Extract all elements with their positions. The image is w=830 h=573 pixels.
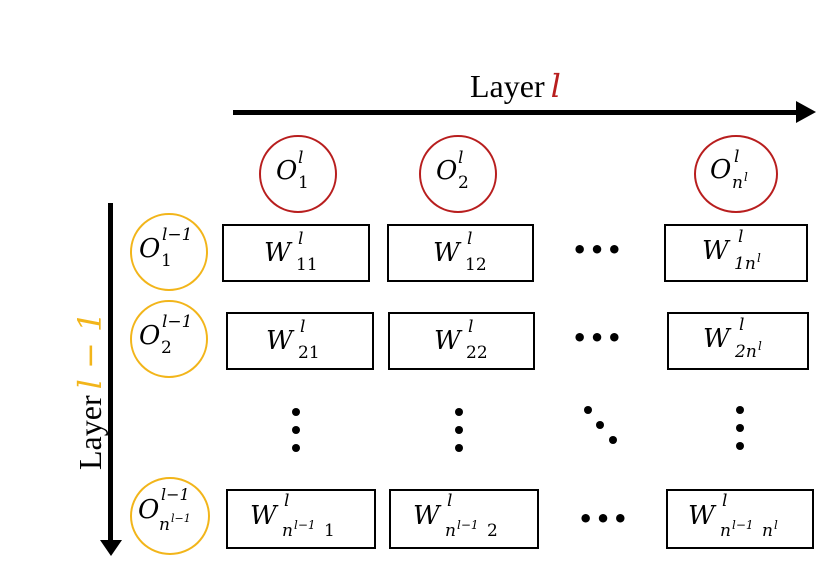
weight-cell-2-2: W l 22 — [388, 312, 535, 370]
weight-cell-n-n: W l n l−1 n l — [666, 489, 814, 549]
input-neuron-1-sub: 1 — [161, 251, 172, 271]
output-neuron-1-base: O — [276, 156, 298, 186]
weight-2-n-sup: l — [739, 315, 745, 335]
input-neuron-n-sub: n — [159, 515, 170, 535]
weight-2-1-base: W — [266, 326, 293, 356]
weight-n-n-sub: n — [720, 521, 731, 541]
row-1-ellipsis: ••• — [572, 236, 625, 264]
output-neuron-n-sub-sup: l — [744, 170, 748, 184]
top-axis-arrowhead — [796, 101, 816, 123]
weight-cell-2-1: W l 21 — [226, 312, 374, 370]
top-layer-variable: l — [550, 67, 561, 105]
input-neuron-1-sup: l−1 — [162, 225, 193, 245]
top-axis-arrow-shaft — [233, 110, 799, 115]
weight-1-2-sub: 12 — [465, 255, 487, 275]
weight-1-1-sup: l — [298, 229, 304, 249]
weight-2-2-sup: l — [468, 317, 474, 337]
side-axis-arrowhead — [100, 540, 122, 556]
weight-cell-2-n: W l 2n l — [667, 312, 809, 370]
weight-cell-1-1: W l 11 — [222, 224, 370, 282]
weight-2-2-sub: 22 — [466, 343, 488, 363]
weight-n-1-sup: l — [284, 491, 290, 511]
weight-2-2-base: W — [434, 326, 461, 356]
col-n-vertical-ellipsis — [736, 406, 744, 452]
weight-cell-n-2: W l n l−1 2 — [389, 489, 539, 549]
output-neuron-2: O l 2 — [419, 135, 497, 213]
output-neuron-2-sub: 2 — [458, 173, 469, 193]
input-neuron-2-sub: 2 — [161, 338, 172, 358]
output-neuron-1-sup: l — [298, 148, 304, 168]
weight-1-n-sup: l — [738, 227, 744, 247]
input-neuron-1: O l−1 1 — [130, 213, 208, 291]
col-2-vertical-ellipsis — [455, 408, 463, 454]
weight-n-2-base: W — [413, 501, 440, 531]
top-layer-prefix: Layer — [470, 68, 545, 104]
weight-n-n-sub-tail: n — [762, 521, 773, 541]
row-2-ellipsis: ••• — [572, 324, 625, 352]
weight-n-2-sub: n — [445, 521, 456, 541]
input-neuron-2-sup: l−1 — [162, 312, 193, 332]
weight-cell-1-n: W l 1n l — [664, 224, 808, 282]
output-neuron-1: O l 1 — [259, 135, 337, 213]
output-neuron-n-sub: n — [732, 173, 743, 193]
weight-2-1-sup: l — [300, 317, 306, 337]
weight-n-1-sub-tail: 1 — [324, 521, 335, 541]
row-n-ellipsis: ••• — [578, 505, 631, 533]
weight-cell-1-2: W l 12 — [387, 224, 534, 282]
weight-n-n-base: W — [688, 501, 715, 531]
output-neuron-n-base: O — [710, 155, 732, 185]
weight-n-1-base: W — [250, 501, 277, 531]
weight-2-n-sub-sup: l — [758, 339, 762, 353]
output-neuron-2-base: O — [436, 156, 458, 186]
weight-2-n-sub: 2n — [735, 342, 757, 362]
weight-n-2-sub-sup: l−1 — [457, 518, 479, 532]
diagonal-ellipsis — [584, 406, 620, 446]
input-neuron-n: O l−1 n l−1 — [130, 477, 210, 555]
weight-n-1-sub: n — [282, 521, 293, 541]
output-neuron-2-sup: l — [458, 148, 464, 168]
input-neuron-1-base: O — [139, 234, 161, 264]
weight-1-2-sup: l — [467, 229, 473, 249]
weight-cell-n-1: W l n l−1 1 — [226, 489, 376, 549]
input-neuron-2: O l−1 2 — [130, 300, 208, 378]
weight-n-n-sup: l — [722, 491, 728, 511]
weight-1-1-base: W — [264, 238, 291, 268]
weight-2-n-base: W — [703, 324, 730, 354]
side-layer-variable: l − 1 — [71, 311, 109, 390]
output-neuron-n-sup: l — [734, 147, 740, 167]
weight-1-2-base: W — [433, 238, 460, 268]
output-neuron-n: O l n l — [694, 135, 778, 213]
side-layer-label: Layer l − 1 — [70, 312, 110, 470]
weight-1-n-base: W — [702, 236, 729, 266]
input-neuron-n-sub-sup: l−1 — [171, 512, 191, 525]
side-layer-prefix: Layer — [72, 395, 108, 470]
weight-n-2-sub-tail: 2 — [487, 521, 498, 541]
weight-2-1-sub: 21 — [298, 343, 320, 363]
output-neuron-1-sub: 1 — [298, 173, 309, 193]
col-1-vertical-ellipsis — [292, 408, 300, 454]
input-neuron-n-base: O — [138, 495, 160, 525]
input-neuron-n-sup: l−1 — [161, 485, 190, 504]
weight-1-n-sub: 1n — [734, 254, 756, 274]
weight-n-2-sup: l — [447, 491, 453, 511]
input-neuron-2-base: O — [139, 321, 161, 351]
side-axis-arrow-shaft — [108, 203, 113, 543]
weight-1-1-sub: 11 — [296, 255, 318, 275]
weight-n-1-sub-sup: l−1 — [294, 518, 316, 532]
weight-n-n-sub-sup: l−1 — [732, 518, 754, 532]
weight-n-n-sub-tail-sup: l — [774, 518, 778, 532]
weight-1-n-sub-sup: l — [757, 251, 761, 265]
